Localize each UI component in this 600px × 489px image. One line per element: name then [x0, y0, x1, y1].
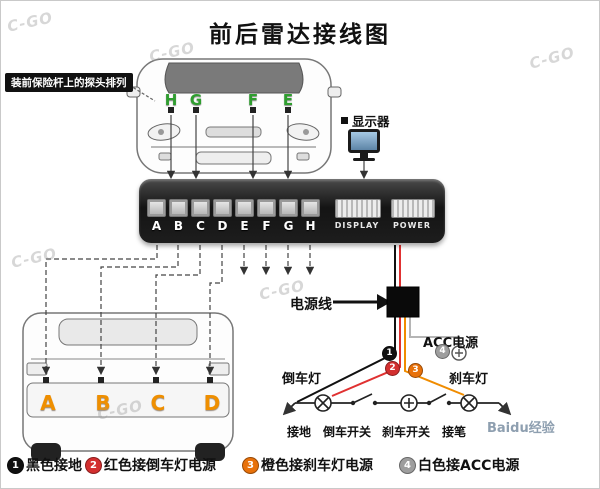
- square-bullet-icon: [341, 117, 348, 124]
- brake-switch-symbol: [426, 393, 452, 406]
- power-port-label: POWER: [392, 221, 432, 230]
- port-letter-a: A: [151, 219, 162, 233]
- reverse-switch-symbol: [350, 393, 378, 406]
- reverse-switch-label: 倒车开关: [323, 425, 372, 439]
- wire-badge-4: 4: [435, 344, 450, 359]
- legend-item-2: 2 红色接倒车灯电源: [85, 455, 216, 475]
- power-connector: [391, 199, 435, 218]
- reverse-lamp-symbol: [314, 394, 332, 412]
- display-monitor-icon: [348, 129, 380, 153]
- legend-text-1: 黑色接地: [26, 458, 82, 474]
- power-box: [386, 286, 420, 318]
- port-letter-e: E: [240, 219, 249, 233]
- rear-sensor-label-d: D: [203, 391, 221, 415]
- legend-badge-1: 1: [7, 456, 24, 474]
- power-wires: [296, 245, 465, 403]
- connector-block: [213, 199, 232, 217]
- junction-symbol: [400, 394, 418, 412]
- wire-badge-3: 3: [408, 363, 423, 378]
- brake-light-label: 刹车灯: [449, 372, 489, 387]
- brake-lamp-symbol: [460, 394, 478, 412]
- wire-badge-1: 1: [382, 346, 397, 361]
- legend-text-3: 橙色接刹车灯电源: [261, 458, 373, 474]
- wire-badge-2: 2: [385, 361, 400, 376]
- control-unit: A B C D E F G H DISPLAY POWER: [139, 179, 445, 243]
- rear-sensor-label-c: C: [150, 391, 166, 415]
- ground-label: 接地: [287, 425, 312, 439]
- rear-car-illustration: [22, 312, 234, 461]
- display-connector: [335, 199, 381, 218]
- port-letter-c: C: [196, 219, 205, 233]
- port-letter-g: G: [283, 219, 294, 233]
- reverse-light-label: 倒车灯: [282, 372, 322, 387]
- port-letter-b: B: [173, 219, 184, 233]
- connector-block: [235, 199, 254, 217]
- legend-item-1: 1 黑色接地: [7, 455, 82, 475]
- front-car-illustration: [126, 58, 342, 174]
- rear-sensor-label-b: B: [95, 391, 111, 415]
- legend-badge-2: 2: [85, 456, 102, 474]
- legend-item-4: 4 白色接ACC电源: [399, 455, 519, 475]
- port-letter-h: H: [305, 219, 316, 233]
- connector-block: [301, 199, 320, 217]
- connector-block: [279, 199, 298, 217]
- port-letter-d: D: [217, 219, 228, 233]
- rear-sensor-wires: [41, 245, 315, 376]
- legend: 1 黑色接地 2 红色接倒车灯电源 3 橙色接刹车灯电源 4 白色接ACC电源: [7, 455, 519, 475]
- connector-block: [191, 199, 210, 217]
- front-sensor-label-h: H: [164, 91, 178, 109]
- port-letter-f: F: [262, 219, 271, 233]
- acc-terminal-symbol: [451, 345, 467, 361]
- acc-power-label: ACC电源: [423, 336, 479, 351]
- front-sensor-label-f: F: [247, 91, 259, 109]
- legend-badge-4: 4: [399, 456, 416, 474]
- connector-letters: A B C D E F G H: [147, 219, 320, 233]
- connector-block: [257, 199, 276, 217]
- front-sensor-wires: [128, 84, 369, 180]
- connector-blocks: [147, 199, 320, 217]
- brake-switch-label: 刹车开关: [382, 425, 431, 439]
- power-cable-label: 电源线: [290, 297, 332, 313]
- front-sensor-label-e: E: [282, 91, 294, 109]
- display-label-row: 显示器: [341, 111, 390, 130]
- legend-text-4: 白色接ACC电源: [418, 458, 520, 474]
- monitor-stand: [360, 153, 368, 158]
- front-sensor-label-g: G: [189, 91, 203, 109]
- legend-badge-3: 3: [242, 456, 259, 474]
- watermark-baidu: Baidu经验: [487, 421, 555, 436]
- front-probe-note: 装前保险杆上的探头排列: [5, 73, 133, 92]
- page-title: 前后雷达接线图: [209, 22, 391, 48]
- display-port-label: DISPLAY: [334, 221, 380, 230]
- rear-sensor-label-a: A: [40, 391, 56, 415]
- power-cable-arrow: [333, 294, 391, 310]
- legend-text-2: 红色接倒车灯电源: [104, 458, 216, 474]
- monitor-base: [353, 158, 375, 161]
- connector-block: [147, 199, 166, 217]
- legend-item-3: 3 橙色接刹车灯电源: [242, 455, 373, 475]
- display-label: 显示器: [352, 114, 390, 129]
- tap-label: 接笔: [442, 425, 467, 439]
- connector-block: [169, 199, 188, 217]
